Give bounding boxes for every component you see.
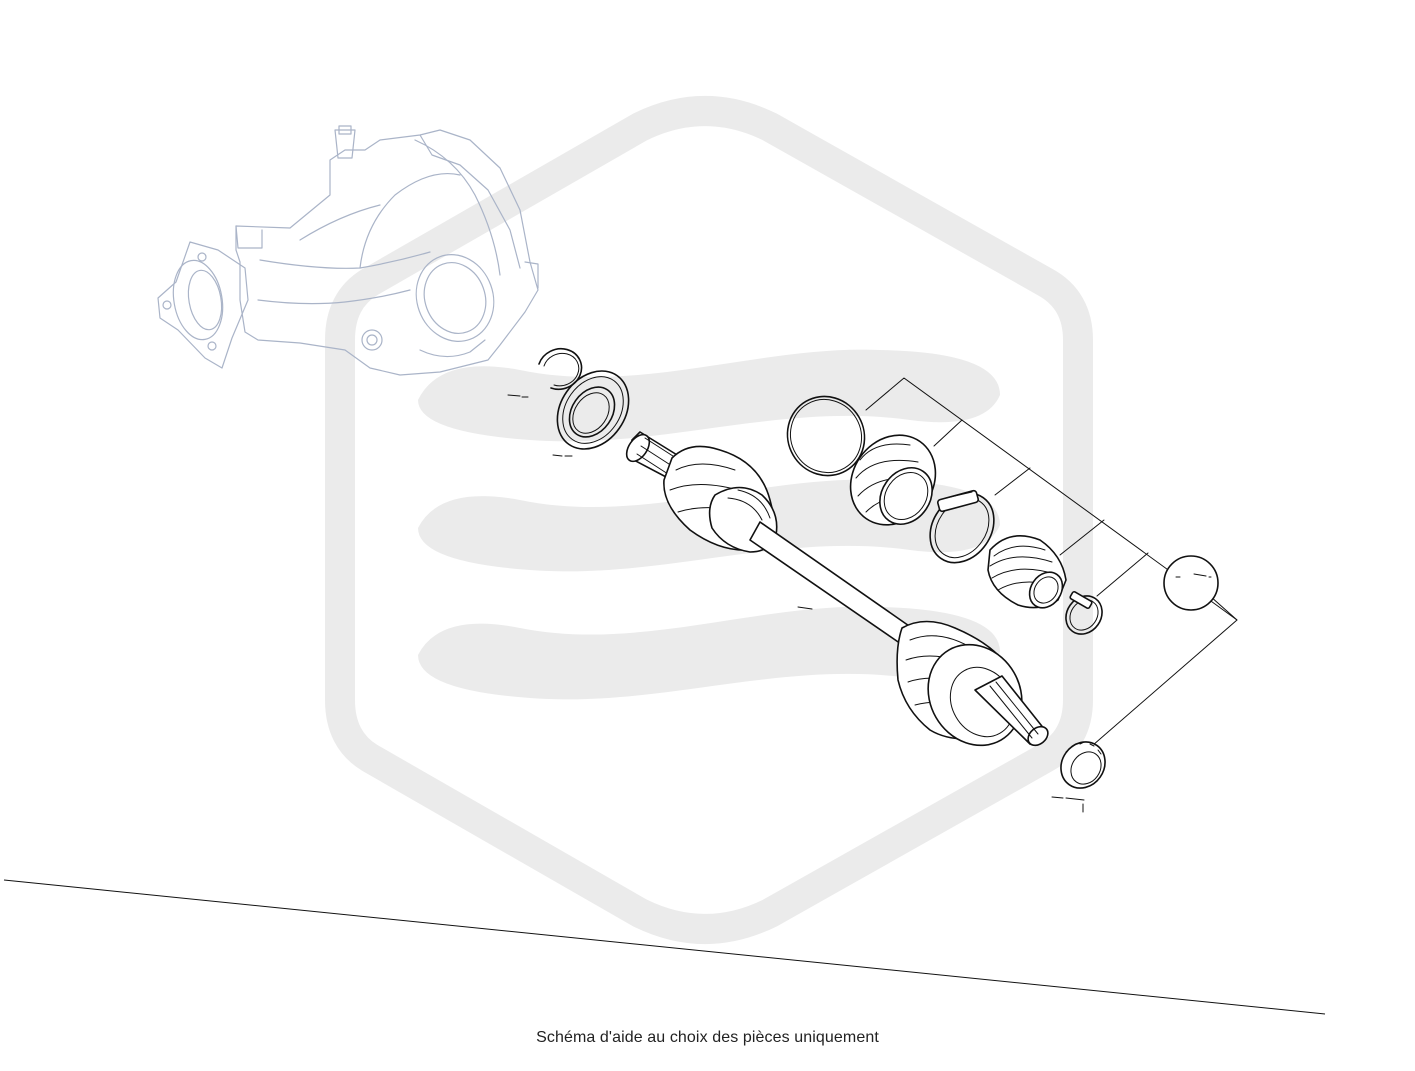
differential-housing-icon bbox=[157, 125, 539, 376]
floor-line bbox=[3, 879, 1326, 1015]
o-ring-icon bbox=[786, 395, 866, 477]
drive-shaft-assembly-icon bbox=[625, 431, 1049, 747]
boot-clamp-large-icon bbox=[929, 489, 995, 564]
boot-clamp-small-icon bbox=[1065, 590, 1103, 635]
parts-group-bracket bbox=[865, 377, 1238, 753]
axle-nut-icon bbox=[1051, 741, 1106, 813]
circlip-icon bbox=[507, 347, 583, 398]
outer-boot-icon bbox=[987, 534, 1067, 609]
diagram-caption: Schéma d'aide au choix des pièces unique… bbox=[536, 1029, 879, 1046]
grease-ball-icon bbox=[1163, 555, 1219, 611]
inner-boot-icon bbox=[849, 434, 937, 526]
shaft-seal-icon bbox=[552, 370, 630, 457]
